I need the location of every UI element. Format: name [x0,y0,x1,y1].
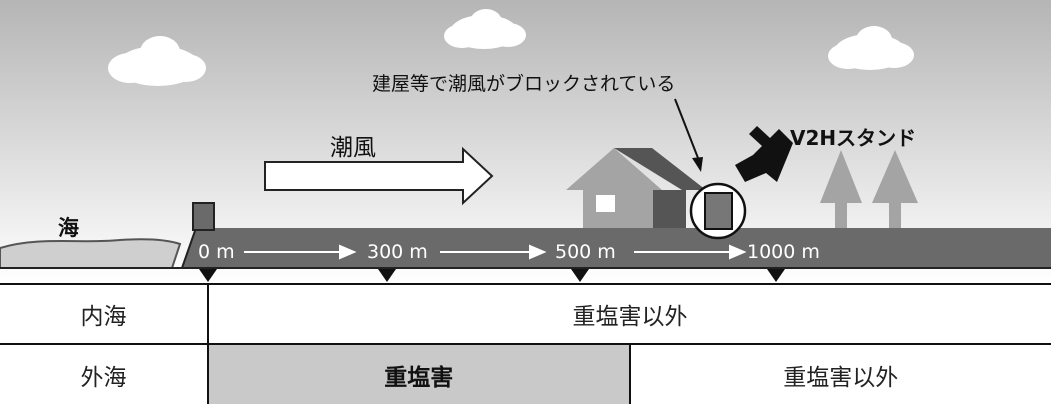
ground-band [182,228,1051,268]
coastal-scene [0,0,1051,283]
blocked-pointer-line [674,98,699,159]
house-icon [566,148,706,228]
salt-damage-zone-table: 内海 重塩害以外 外海 重塩害 重塩害以外 [0,283,1051,404]
inner-sea-zone-value: 重塩害以外 [208,283,1051,344]
sea-label: 海 [58,216,79,240]
distance-label-0m: 0 m [198,241,235,263]
outer-sea-heavy-zone: 重塩害 [208,343,631,404]
blocked-annotation: 建屋等で潮風がブロックされている [372,73,676,95]
v2h-stand-label: V2Hスタンド [790,126,917,150]
cloud-center-icon [444,9,526,49]
distance-label-300m: 300 m [367,241,428,263]
sea-wall [192,202,215,231]
tree-icon [820,150,918,228]
wind-arrow-icon [264,146,494,206]
cloud-left-icon [108,36,206,86]
distance-label-1000m: 1000 m [747,241,820,263]
distance-markers [199,269,785,282]
distance-label-500m: 500 m [555,241,616,263]
v2h-stand-icon [704,192,733,230]
v2h-pointer-arrow-icon [735,126,793,182]
outer-sea-label: 外海 [0,343,209,404]
outer-sea-zone-value: 重塩害以外 [629,343,1051,404]
inner-sea-label: 内海 [0,283,209,344]
distance-arrows [244,244,747,260]
table-row-outer-sea: 外海 重塩害 重塩害以外 [0,343,1051,404]
sea-icon [0,238,182,269]
wind-label: 潮風 [330,135,376,161]
table-row-inner-sea: 内海 重塩害以外 [0,283,1051,344]
cloud-right-icon [828,26,914,70]
